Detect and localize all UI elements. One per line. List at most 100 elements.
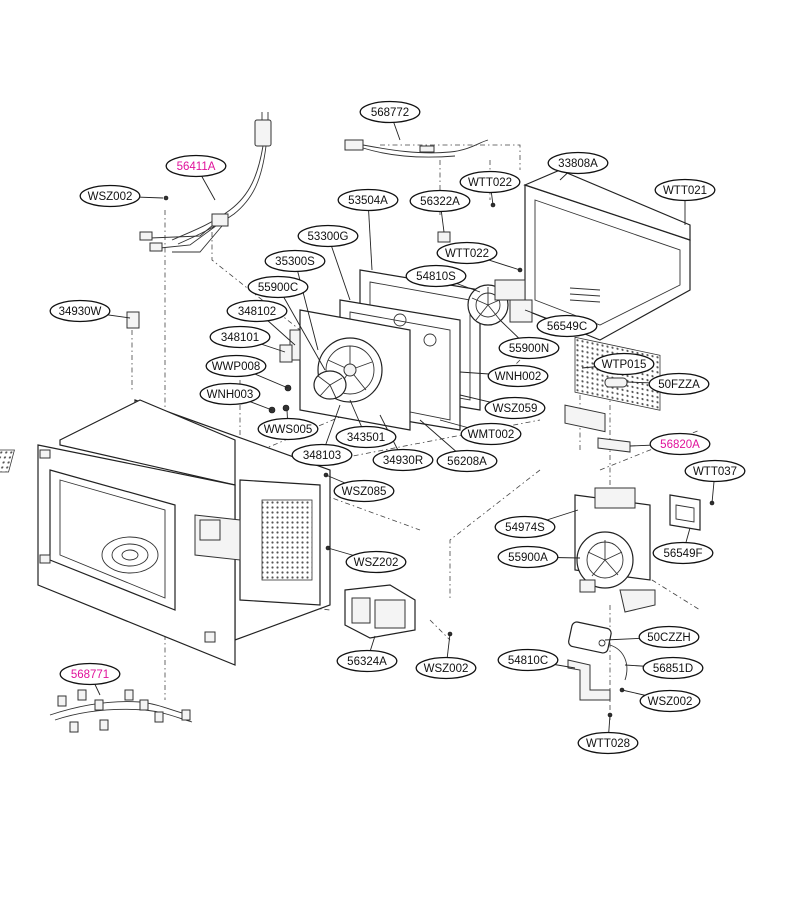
label-oval — [297, 224, 359, 248]
label-oval — [593, 352, 655, 376]
wire-harness-top-part — [344, 139, 489, 158]
part-label-WSZ085: WSZ085 — [333, 479, 395, 503]
part-label-50CZZH: 50CZZH — [638, 625, 700, 649]
label-oval — [165, 154, 227, 178]
label-text: WTT021 — [663, 185, 707, 197]
label-text: WTT028 — [586, 738, 630, 750]
bracket-part — [669, 494, 701, 531]
part-label-568771: 568771 — [59, 662, 121, 686]
label-text: 56851D — [653, 663, 693, 675]
label-text: 343501 — [347, 432, 385, 444]
label-oval — [199, 382, 261, 406]
fan-motor-assembly-part — [574, 487, 656, 613]
part-label-55900A: 55900A — [497, 545, 559, 569]
label-oval — [257, 417, 319, 441]
label-oval — [333, 479, 395, 503]
label-oval — [652, 541, 714, 565]
label-text: 568771 — [71, 669, 109, 681]
label-oval — [335, 425, 397, 449]
part-label-56411A: 56411A — [165, 154, 227, 178]
label-oval — [642, 656, 704, 680]
label-text: 56324A — [347, 656, 387, 668]
magnetron-part — [344, 584, 416, 639]
label-text: 348101 — [221, 332, 259, 344]
part-label-34930W: 34930W — [49, 299, 111, 323]
label-oval — [648, 372, 710, 396]
label-oval — [497, 545, 559, 569]
label-oval — [487, 364, 549, 388]
part-label-35300S: 35300S — [264, 249, 326, 273]
label-oval — [59, 662, 121, 686]
label-text: WSZ002 — [88, 191, 133, 203]
label-oval — [484, 396, 546, 420]
label-text: 55900N — [509, 343, 549, 355]
part-label-56208A: 56208A — [436, 449, 498, 473]
part-label-55900C: 55900C — [247, 275, 309, 299]
label-oval — [497, 648, 559, 672]
label-oval — [49, 299, 111, 323]
part-label-56549C: 56549C — [536, 314, 598, 338]
part-label-54810S: 54810S — [405, 264, 467, 288]
label-text: 50FZZA — [658, 379, 700, 391]
thermostat-part — [604, 377, 628, 388]
motor-fan-part — [467, 279, 533, 326]
part-label-WSZ002-b: WSZ002 — [415, 656, 477, 680]
part-label-WSZ002-a: WSZ002 — [79, 184, 141, 208]
label-oval — [291, 443, 353, 467]
part-label-568772: 568772 — [359, 100, 421, 124]
label-text: 54810C — [508, 655, 548, 667]
label-text: 50CZZH — [647, 632, 690, 644]
part-label-WNH002: WNH002 — [487, 364, 549, 388]
part-label-56322A: 56322A — [409, 189, 471, 213]
label-text: WNH003 — [207, 389, 254, 401]
wire-harness-bottom-part — [49, 689, 193, 733]
label-text: 568772 — [371, 107, 409, 119]
part-label-WTT028: WTT028 — [577, 731, 639, 755]
label-oval — [336, 649, 398, 673]
label-text: WSZ202 — [354, 557, 399, 569]
label-text: 54974S — [505, 522, 545, 534]
leader-line-35300S — [294, 260, 319, 351]
label-oval — [436, 449, 498, 473]
label-text: 55900A — [508, 552, 548, 564]
part-label-33808A: 33808A — [547, 151, 609, 175]
part-label-348102: 348102 — [226, 299, 288, 323]
label-text: 53504A — [348, 195, 388, 207]
cavity-body-part — [0, 399, 331, 666]
part-label-53504A: 53504A — [337, 188, 399, 212]
label-oval — [638, 625, 700, 649]
label-oval — [460, 422, 522, 446]
part-label-WSZ002-c: WSZ002 — [639, 689, 701, 713]
label-oval — [494, 515, 556, 539]
label-text: WSZ059 — [493, 403, 538, 415]
label-text: 54810S — [416, 271, 456, 283]
label-text: WWS005 — [264, 424, 313, 436]
label-oval — [459, 170, 521, 194]
part-label-WTT022-b: WTT022 — [436, 241, 498, 265]
label-oval — [209, 325, 271, 349]
label-text: WTT022 — [445, 248, 489, 260]
label-text: WNH002 — [495, 371, 542, 383]
label-oval — [436, 241, 498, 265]
label-oval — [79, 184, 141, 208]
part-label-56324A: 56324A — [336, 649, 398, 673]
part-label-WTT022-a: WTT022 — [459, 170, 521, 194]
part-label-53300G: 53300G — [297, 224, 359, 248]
label-text: 53300G — [308, 231, 349, 243]
capacitor-part — [567, 621, 628, 701]
label-oval — [405, 264, 467, 288]
label-oval — [264, 249, 326, 273]
part-label-WWS005: WWS005 — [257, 417, 319, 441]
label-text: WSZ002 — [648, 696, 693, 708]
label-oval — [409, 189, 471, 213]
label-oval — [649, 432, 711, 456]
part-label-34930R: 34930R — [372, 448, 434, 472]
label-text: 34930W — [59, 306, 102, 318]
label-text: 56820A — [660, 439, 700, 451]
convection-fan-part — [279, 309, 411, 431]
label-text: 56208A — [447, 456, 487, 468]
label-text: 34930R — [383, 455, 423, 467]
part-label-50FZZA: 50FZZA — [648, 372, 710, 396]
part-label-56549F: 56549F — [652, 541, 714, 565]
